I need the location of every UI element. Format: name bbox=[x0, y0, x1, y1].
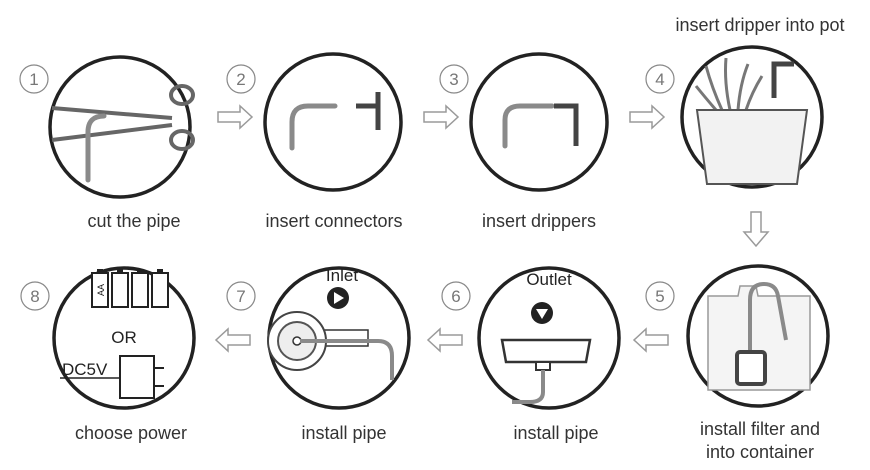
step-3-circle bbox=[469, 52, 609, 192]
step-1-circle bbox=[48, 55, 192, 199]
battery-label: AA bbox=[96, 284, 106, 296]
step-7: 7 Inlet install pipe bbox=[226, 266, 411, 443]
pot-icon bbox=[695, 109, 809, 185]
arrow-right bbox=[629, 104, 666, 130]
arrow-right bbox=[423, 104, 460, 130]
step-6-number: 6 bbox=[451, 287, 460, 306]
battery-icon bbox=[91, 269, 169, 308]
step-5-caption-line2: into container bbox=[706, 442, 814, 462]
outlet-label: Outlet bbox=[526, 270, 572, 289]
pipe bbox=[748, 281, 788, 350]
dripper-icon bbox=[554, 103, 579, 146]
plant-icon bbox=[694, 57, 764, 111]
or-label: OR bbox=[111, 328, 137, 347]
step-6-caption: install pipe bbox=[513, 423, 598, 443]
pump-inlet-icon bbox=[267, 311, 327, 371]
step-3: 3 insert drippers bbox=[439, 52, 609, 231]
step-7-caption: install pipe bbox=[301, 423, 386, 443]
step-1-caption: cut the pipe bbox=[87, 211, 180, 231]
inlet-pipe-connector bbox=[321, 329, 369, 347]
step-3-number-badge bbox=[439, 64, 469, 94]
step-4-caption: insert dripper into pot bbox=[675, 15, 844, 35]
step-3-number: 3 bbox=[449, 70, 458, 89]
step-1-number-badge bbox=[19, 64, 49, 94]
pump-nozzle bbox=[535, 361, 551, 371]
pipe bbox=[300, 339, 394, 380]
step-4: insert dripper into pot 4 bbox=[645, 15, 845, 189]
pipe bbox=[85, 113, 107, 183]
step-2: 2 insert connectors bbox=[226, 52, 403, 231]
arrow-left bbox=[632, 327, 669, 353]
step-6-circle bbox=[477, 266, 621, 410]
arrow-left bbox=[426, 327, 463, 353]
step-1: 1 cut the pipe bbox=[19, 55, 195, 231]
arrow-right bbox=[217, 104, 254, 130]
scissors-icon bbox=[51, 84, 195, 151]
step-5: 5 install filter and into container bbox=[645, 264, 830, 462]
inlet-arrow-icon bbox=[327, 287, 349, 309]
t-connector-icon bbox=[356, 92, 381, 130]
arrow-down bbox=[742, 211, 770, 248]
step-8: 8 AA OR DC5V choose power bbox=[20, 266, 196, 443]
outlet-arrow-icon bbox=[531, 302, 553, 324]
dripper-icon bbox=[771, 61, 794, 98]
pipe bbox=[502, 103, 555, 149]
step-6: 6 Outlet install pipe bbox=[441, 266, 621, 443]
step-8-number-badge bbox=[20, 281, 50, 311]
step-5-caption-line1: install filter and bbox=[700, 419, 820, 439]
step-2-number: 2 bbox=[236, 70, 245, 89]
step-2-circle bbox=[263, 52, 403, 192]
step-4-number-badge bbox=[645, 64, 675, 94]
step-1-number: 1 bbox=[29, 70, 38, 89]
step-8-caption: choose power bbox=[75, 423, 187, 443]
pump-icon bbox=[500, 338, 592, 364]
arrow-left bbox=[214, 327, 251, 353]
step-8-number: 8 bbox=[30, 287, 39, 306]
dc-label: DC5V bbox=[62, 360, 108, 379]
step-4-number: 4 bbox=[655, 70, 664, 89]
filter-icon bbox=[735, 350, 767, 386]
pipe bbox=[289, 103, 338, 151]
step-2-caption: insert connectors bbox=[265, 211, 402, 231]
power-adapter-icon bbox=[119, 355, 155, 399]
step-7-number: 7 bbox=[236, 287, 245, 306]
step-5-number: 5 bbox=[655, 287, 664, 306]
container-icon bbox=[707, 285, 811, 391]
step-6-number-badge bbox=[441, 281, 471, 311]
inlet-label: Inlet bbox=[326, 266, 358, 285]
step-3-caption: insert drippers bbox=[482, 211, 596, 231]
step-5-number-badge bbox=[645, 281, 675, 311]
step-2-number-badge bbox=[226, 64, 256, 94]
step-7-number-badge bbox=[226, 281, 256, 311]
pipe bbox=[512, 370, 545, 404]
